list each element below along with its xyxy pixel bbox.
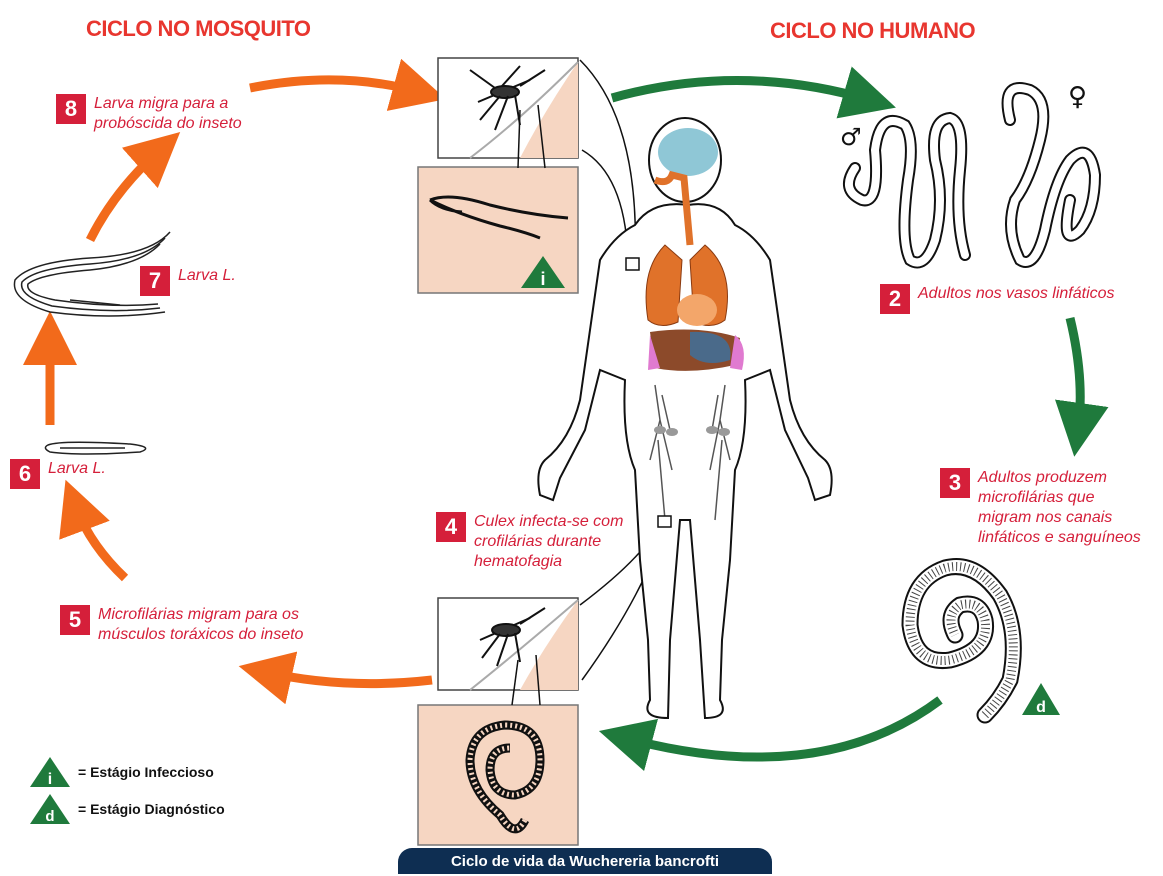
arrow-bite-to-step-2 — [612, 80, 870, 100]
step-badge: 5 — [60, 605, 90, 635]
arrow-step-5-to-6 — [75, 505, 125, 578]
arrow-step-3-to-bite — [625, 700, 940, 757]
svg-text:i: i — [540, 269, 545, 289]
mosquito-bite-panel-top — [438, 58, 578, 158]
microfilaria-illustration — [910, 567, 1013, 715]
leg-site-marker — [658, 516, 671, 527]
step-text: Microfilárias migram para os músculos to… — [98, 605, 338, 645]
step-3: 3 Adultos produzem microfilárias que mig… — [940, 468, 1160, 548]
legend-label: = Estágio Infeccioso — [78, 764, 214, 780]
adult-worms-inner — [849, 88, 1095, 263]
male-symbol: ♂ — [840, 123, 862, 151]
legend-diagnostic-marker: d — [30, 794, 70, 825]
step-6: 6 Larva L. — [10, 459, 106, 489]
step-badge: 3 — [940, 468, 970, 498]
step-5: 5 Microfilárias migram para os músculos … — [60, 605, 360, 645]
legend-diagnostic: = Estágio Diagnóstico — [74, 801, 225, 817]
step-2: 2 Adultos nos vasos linfáticos — [880, 284, 1115, 314]
larva-l2-illustration — [45, 442, 145, 454]
svg-text:i: i — [48, 771, 52, 788]
step-7: 7 Larva L. — [140, 266, 236, 296]
heart-icon — [677, 294, 717, 326]
step-text: Larva L. — [48, 459, 106, 479]
step-text: Adultos nos vasos linfáticos — [918, 284, 1115, 304]
legend-infectious: = Estágio Infeccioso — [74, 764, 214, 780]
human-body-illustration — [538, 118, 831, 718]
step-badge: 6 — [10, 459, 40, 489]
diagram-title: Ciclo de vida da Wuchereria bancrofti — [398, 848, 772, 874]
brain-icon — [658, 128, 718, 176]
microfilaria-panel — [418, 705, 578, 845]
step-badge: 2 — [880, 284, 910, 314]
bite-site-marker — [626, 258, 639, 270]
arrow-step-7-to-8 — [90, 150, 160, 240]
svg-text:d: d — [1036, 699, 1046, 716]
arrow-step-8-to-bite — [250, 80, 420, 92]
step-badge: 8 — [56, 94, 86, 124]
legend-label: = Estágio Diagnóstico — [78, 801, 225, 817]
arrow-bite-to-step-5 — [265, 672, 432, 684]
step-text: Larva L. — [178, 266, 236, 286]
step-4: 4 Culex infecta-se com crofilárias duran… — [436, 512, 636, 572]
step-text: Culex infecta-se com crofilárias durante… — [474, 512, 624, 572]
step-text: Adultos produzem microfilárias que migra… — [978, 468, 1148, 548]
step-badge: 7 — [140, 266, 170, 296]
step-badge: 4 — [436, 512, 466, 542]
step-8: 8 Larva migra para a probóscida do inset… — [56, 94, 296, 134]
legend-infectious-marker: i — [30, 757, 70, 788]
step-text: Larva migra para a probóscida do inseto — [94, 94, 274, 134]
female-symbol: ♀ — [1068, 82, 1087, 112]
diagnostic-stage-marker: d — [1022, 683, 1060, 716]
mosquito-bite-panel-bottom — [438, 598, 578, 690]
arrow-step-2-to-3 — [1070, 318, 1080, 430]
svg-text:d: d — [45, 808, 54, 825]
